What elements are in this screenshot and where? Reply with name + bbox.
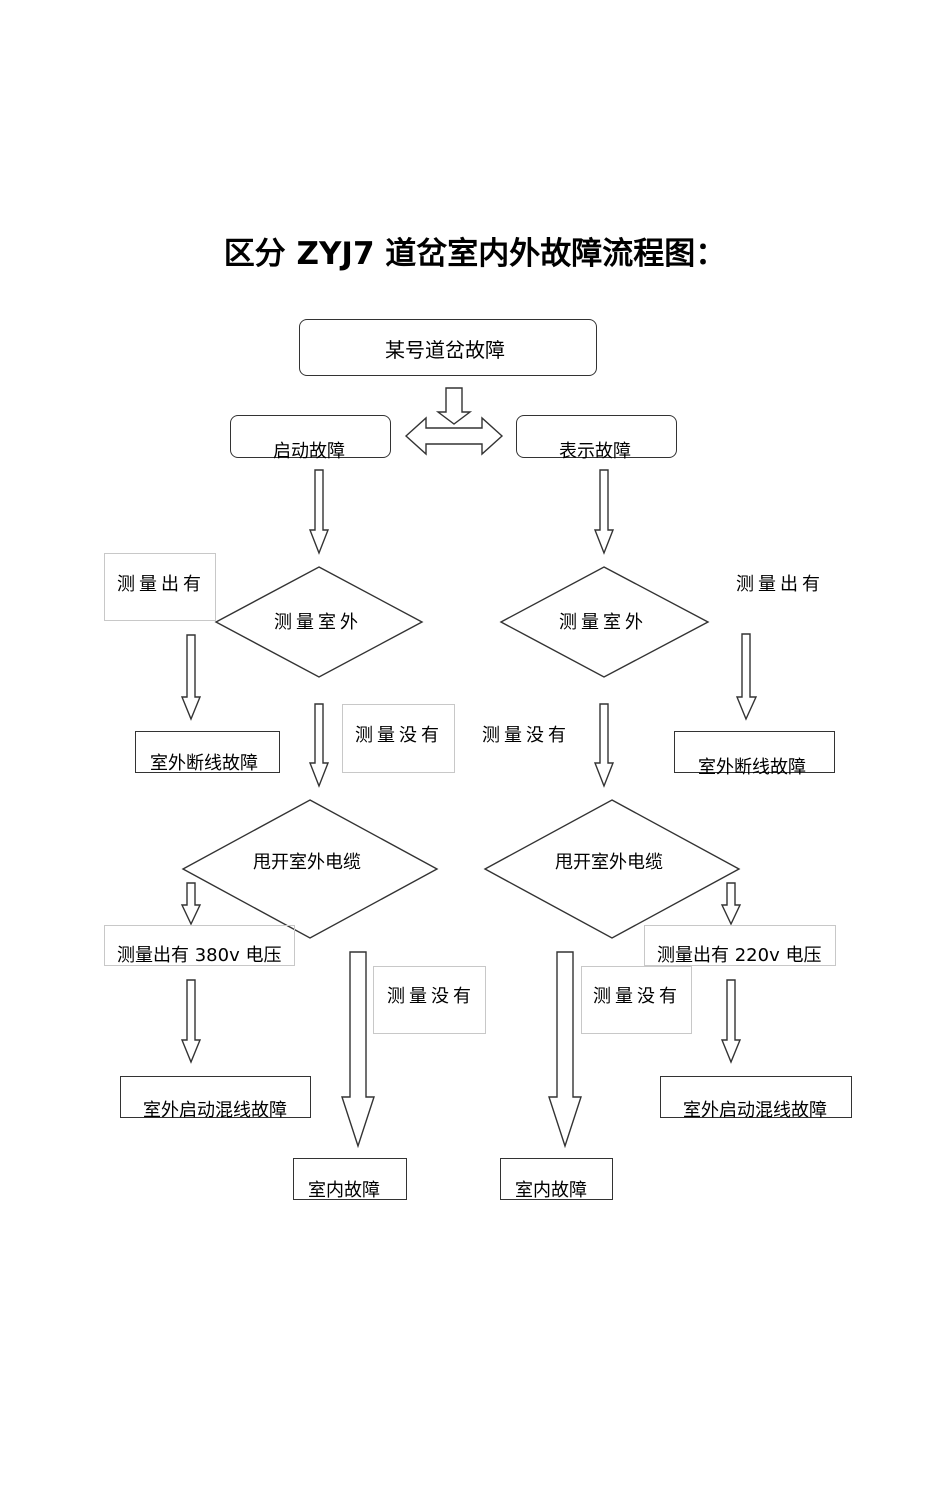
edge-label-left-measured-no-1: 测量没有 xyxy=(355,725,443,746)
node-left-outdoor-break[interactable] xyxy=(135,731,280,773)
node-left-indoor-label: 室内故障 xyxy=(308,1180,380,1201)
edge-label-right-measured-no-1: 测量没有 xyxy=(482,725,570,746)
node-left-outdoor-break-label: 室外断线故障 xyxy=(150,753,258,774)
node-right-indoor-label: 室内故障 xyxy=(515,1180,587,1201)
node-left-outdoor-mixline-label: 室外启动混线故障 xyxy=(143,1100,287,1121)
node-root[interactable] xyxy=(299,319,597,376)
edge-label-right-measured-yes: 测量出有 xyxy=(736,574,824,595)
edge-label-box-right-220 xyxy=(644,925,836,966)
edge-label-box-right-no-2 xyxy=(581,966,692,1034)
arrow-indication-to-measure xyxy=(593,469,615,555)
edge-label-right-measured-no-2: 测量没有 xyxy=(593,986,681,1007)
decision-left-measure-outdoor-label: 测量室外 xyxy=(274,612,362,633)
node-right-outdoor-break-label: 室外断线故障 xyxy=(698,757,806,778)
edge-label-left-measured-no-2: 测量没有 xyxy=(387,986,475,1007)
node-left-outdoor-mixline[interactable] xyxy=(120,1076,311,1118)
node-right-outdoor-break[interactable] xyxy=(674,731,835,773)
edge-label-right-measured-220: 测量出有 220v 电压 xyxy=(657,945,822,966)
arrow-left-to-indoor xyxy=(341,951,375,1149)
arrow-left-380-to-mixline xyxy=(180,979,202,1064)
node-left-indoor[interactable] xyxy=(293,1158,407,1200)
node-root-label: 某号道岔故障 xyxy=(385,338,505,362)
decision-left-disconnect-cable-label: 甩开室外电缆 xyxy=(253,852,361,873)
edge-label-left-measured-380: 测量出有 380v 电压 xyxy=(117,945,282,966)
decision-right-disconnect-cable-label: 甩开室外电缆 xyxy=(555,852,663,873)
node-start-fault-label: 启动故障 xyxy=(273,441,345,462)
arrow-left-yes-down xyxy=(180,634,202,721)
node-start-fault[interactable] xyxy=(230,415,391,458)
arrow-left-380-short xyxy=(180,882,202,926)
node-right-outdoor-mixline[interactable] xyxy=(660,1076,852,1118)
edge-label-left-measured-yes: 测量出有 xyxy=(117,574,205,595)
edge-label-box-left-380 xyxy=(104,925,295,966)
decision-right-measure-outdoor-label: 测量室外 xyxy=(559,612,647,633)
decision-left-measure-outdoor xyxy=(214,566,424,678)
arrow-left-no-down xyxy=(308,703,330,788)
double-arrow-horizontal xyxy=(404,416,504,456)
node-right-outdoor-mixline-label: 室外启动混线故障 xyxy=(683,1100,827,1121)
arrow-start-to-measure xyxy=(308,469,330,555)
edge-label-box-left-yes xyxy=(104,553,216,621)
arrow-right-to-indoor xyxy=(548,951,582,1149)
decision-right-disconnect-cable xyxy=(483,799,741,939)
decision-right-measure-outdoor xyxy=(499,566,710,678)
edge-label-box-left-no-2 xyxy=(373,966,486,1034)
node-indication-fault[interactable] xyxy=(516,415,677,458)
page-title: 区分 ZYJ7 道岔室内外故障流程图： xyxy=(223,236,727,272)
node-right-indoor[interactable] xyxy=(500,1158,613,1200)
arrow-root-down xyxy=(435,387,473,425)
edge-label-box-left-no-1 xyxy=(342,704,455,773)
node-indication-fault-label: 表示故障 xyxy=(559,441,631,462)
arrow-right-yes-down xyxy=(735,633,758,721)
decision-left-disconnect-cable xyxy=(181,799,439,939)
arrow-right-220-to-mixline xyxy=(720,979,742,1064)
arrow-right-220-short xyxy=(720,882,742,926)
arrow-right-no-down xyxy=(593,703,615,788)
